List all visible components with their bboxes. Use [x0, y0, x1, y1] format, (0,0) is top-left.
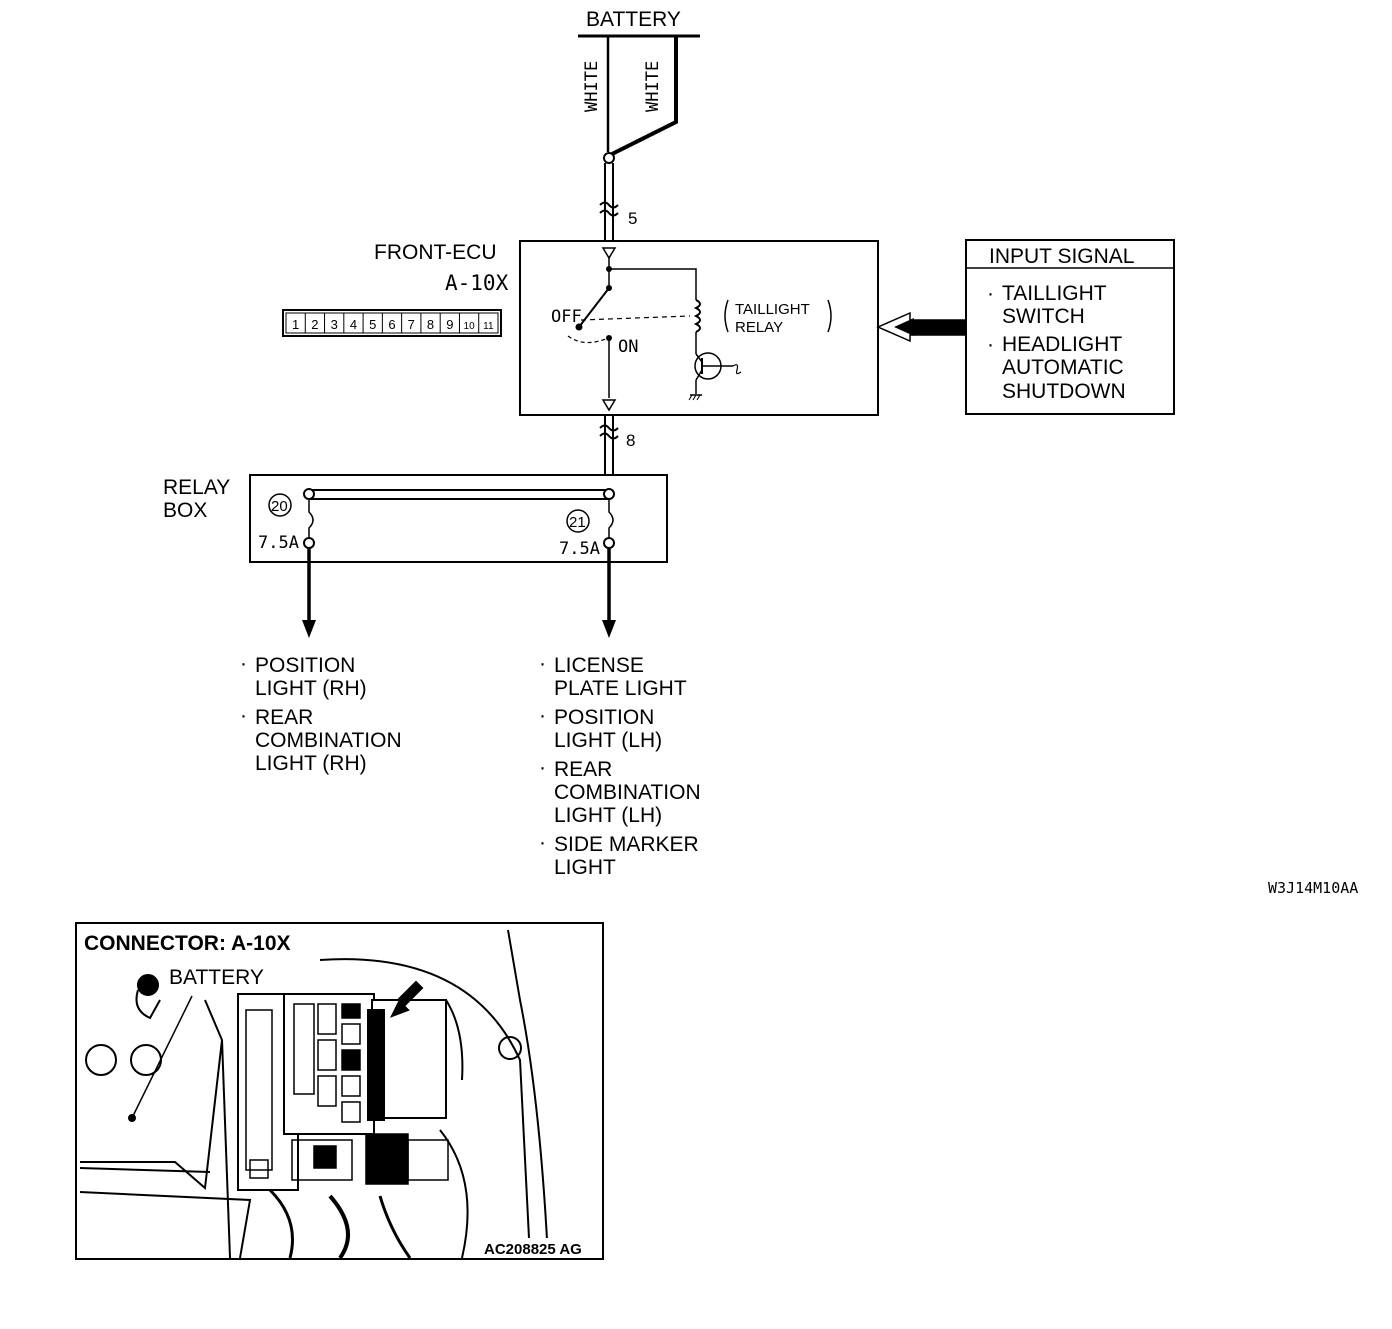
ecu-in-terminal [601, 247, 617, 260]
input-signal-panel: INPUT SIGNAL · TAILLIGHT SWITCH · HEADLI… [876, 239, 1175, 415]
battery-section: BATTERY WHITE WHITE [578, 8, 700, 164]
output-right-4-line1: SIDE MARKER [554, 833, 699, 856]
figure-code: W3J14M10AA [1268, 879, 1358, 897]
fuse-21-number: 21 [569, 514, 586, 531]
fuse-21-icon [608, 500, 614, 538]
fuse-20-number: 20 [271, 498, 288, 515]
fuse-20-icon [308, 500, 314, 538]
input-item-1-line1: TAILLIGHT [1002, 282, 1107, 305]
output-right-3-line3: LIGHT (LH) [554, 804, 662, 827]
output-bullet: · [539, 652, 546, 675]
connector-photo-battery-label: BATTERY [169, 966, 264, 989]
connector-pin: 10 [464, 321, 476, 332]
output-bullet: · [240, 704, 247, 727]
output-right-1-line1: LICENSE [554, 654, 644, 677]
output-right-3-line1: REAR [554, 758, 612, 781]
output-left-2-line1: REAR [255, 706, 313, 729]
connector-pin: 6 [388, 317, 395, 332]
input-item-2-line3: SHUTDOWN [1002, 380, 1126, 403]
wire-to-ecu: 5 [599, 163, 637, 242]
output-right-2-line1: POSITION [554, 706, 654, 729]
output-bullet: · [240, 652, 247, 675]
connector-photo-code: AC208825 AG [484, 1241, 582, 1258]
output-bullet: · [539, 831, 546, 854]
ecu-pin-out: 8 [626, 431, 635, 450]
input-signal-title: INPUT SIGNAL [989, 245, 1134, 268]
connector-pin: 7 [408, 317, 415, 332]
ground-icon [688, 394, 702, 401]
relay-coil-icon [693, 299, 701, 333]
ecu-out-terminal [601, 399, 617, 412]
ecu-name: FRONT-ECU [374, 241, 497, 264]
output-bullet: · [539, 704, 546, 727]
relay-box-label-line1: RELAY [163, 476, 230, 499]
switch-off-label: OFF [551, 307, 582, 327]
input-item-1-line2: SWITCH [1002, 305, 1085, 328]
output-left-2-line2: COMBINATION [255, 729, 402, 752]
fuse-20-rating: 7.5A [258, 533, 299, 553]
input-item-bullet: · [987, 282, 994, 305]
ecu-pin-in: 5 [628, 209, 637, 228]
output-right-2-line2: LIGHT (LH) [554, 729, 662, 752]
relay-label-line2: RELAY [735, 319, 783, 336]
output-left-2-line3: LIGHT (RH) [255, 752, 367, 775]
connector-pin: 2 [311, 317, 318, 332]
fuse-21-rating: 7.5A [559, 539, 600, 559]
arrow-down-icon [302, 620, 316, 638]
connector-pin: 4 [350, 317, 357, 332]
connector-pin: 5 [369, 317, 376, 332]
connector-pin: 9 [446, 317, 453, 332]
relay-box-label-line2: BOX [163, 499, 207, 522]
battery-label: BATTERY [586, 8, 681, 31]
battery-wire-right [611, 36, 678, 156]
connector-pin: 11 [483, 321, 494, 332]
connector-pin: 8 [427, 317, 434, 332]
output-right-1-line2: PLATE LIGHT [554, 677, 687, 700]
splice-point [603, 152, 615, 164]
fuse-21-badge [566, 509, 590, 533]
arrow-down-icon [602, 620, 616, 638]
connector-pin: 1 [292, 317, 299, 332]
output-left-1-line2: LIGHT (RH) [255, 677, 367, 700]
input-item-2-line1: HEADLIGHT [1002, 333, 1122, 356]
outputs-right: · LICENSE PLATE LIGHT · POSITION LIGHT (… [539, 652, 701, 879]
outputs-left: · POSITION LIGHT (RH) · REAR COMBINATION… [240, 652, 402, 775]
relay-linkage [580, 315, 691, 321]
relay-switch-contact [578, 287, 610, 328]
output-left-1-line1: POSITION [255, 654, 355, 677]
output-wires [302, 548, 616, 638]
switch-off-terminal [575, 323, 583, 331]
relay-box: RELAY BOX 20 21 7.5A 7.5A [163, 474, 668, 563]
ecu-connector-label: A-10X [445, 271, 509, 295]
output-right-3-line2: COMBINATION [554, 781, 701, 804]
fuse-20-badge [268, 493, 292, 517]
output-bullet: · [539, 756, 546, 779]
connector-pin: 3 [331, 317, 338, 332]
input-item-bullet: · [987, 333, 994, 356]
relay-label-line1: TAILLIGHT [735, 301, 810, 318]
location-arrow-icon [389, 980, 424, 1018]
wire-color-left: WHITE [582, 61, 602, 112]
wire-color-right: WHITE [643, 61, 663, 112]
input-item-2-line2: AUTOMATIC [1002, 356, 1124, 379]
connector-photo-title: CONNECTOR: A-10X [84, 932, 291, 955]
output-right-4-line2: LIGHT [554, 856, 616, 879]
switch-on-label: ON [618, 337, 638, 357]
connector-location-photo: CONNECTOR: A-10X BATTERY AC208825 AG [75, 922, 604, 1260]
